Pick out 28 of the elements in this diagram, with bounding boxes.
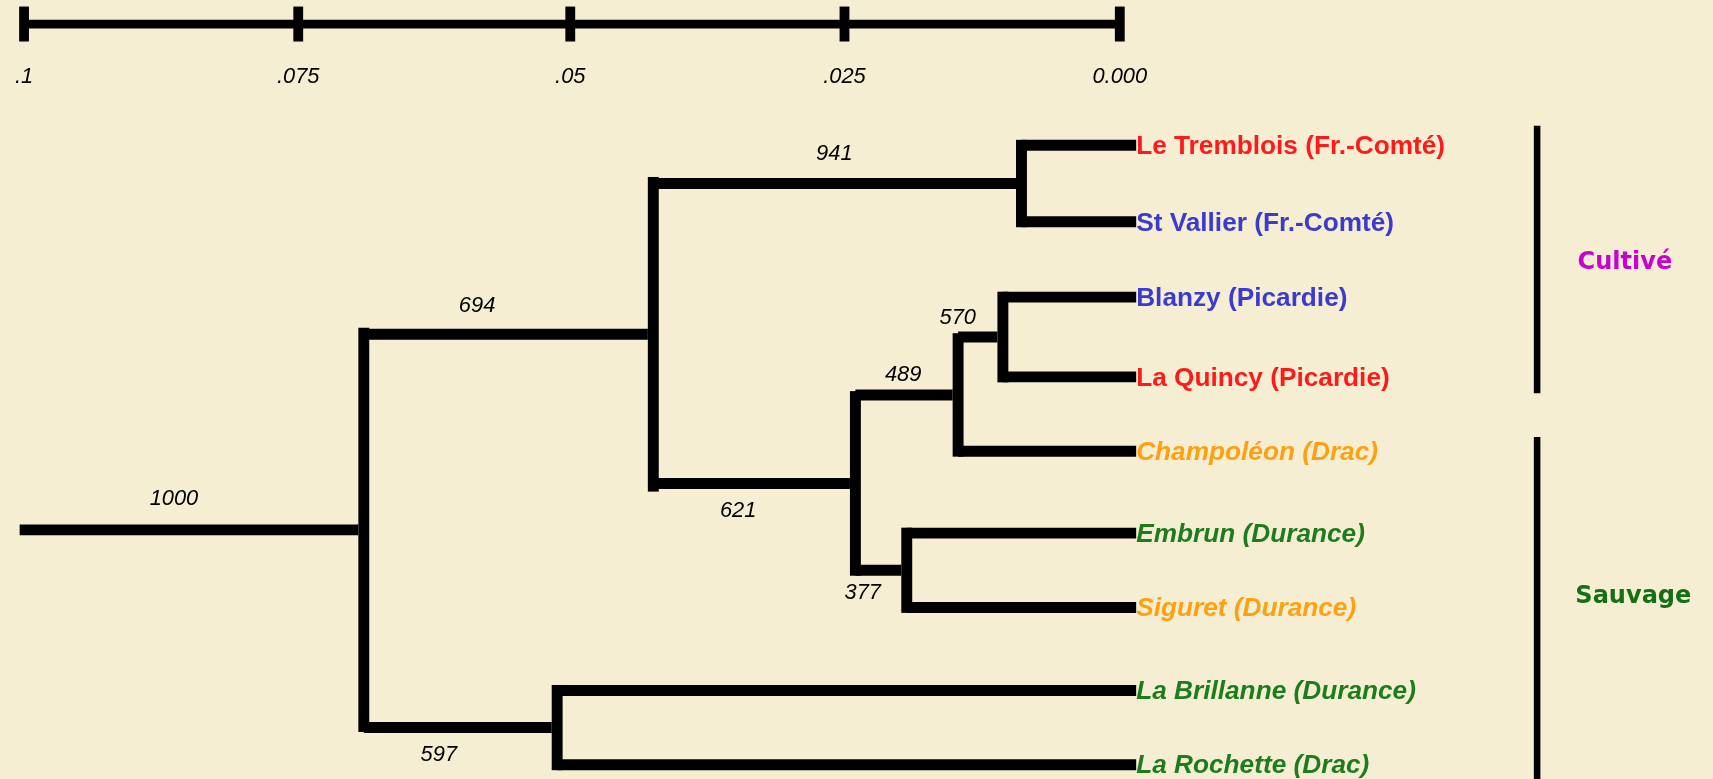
junction-bar: [551, 685, 563, 771]
group-label: Cultivé: [1577, 246, 1673, 275]
junction-bar: [1016, 139, 1027, 228]
scale-tick-label: .1: [14, 63, 34, 88]
junction-bar: [997, 291, 1009, 383]
junction-bar: [647, 177, 659, 492]
taxon-label: Le Tremblois (Fr.-Comté): [1136, 130, 1445, 161]
junction-bar: [952, 333, 964, 457]
taxon-label: La Rochette (Drac): [1136, 749, 1370, 779]
junction-bar: [849, 391, 861, 576]
taxon-label: La Quincy (Picardie): [1136, 361, 1390, 393]
scale-tick-label: .075: [277, 63, 320, 88]
taxon-label: Siguret (Durance): [1136, 592, 1357, 623]
taxon-label: Blanzy (Picardie): [1136, 281, 1348, 313]
taxon-label: Embrun (Durance): [1136, 517, 1365, 549]
taxon-label: St Vallier (Fr.-Comté): [1136, 206, 1395, 238]
branch-line: [855, 389, 953, 401]
branch-line: [958, 331, 998, 343]
taxon-label: Champoléon (Drac): [1136, 435, 1378, 467]
scale-tick-label: .025: [823, 63, 866, 88]
junction-bar: [358, 327, 370, 732]
group-label: Sauvage: [1575, 581, 1692, 609]
branch-line: [363, 722, 552, 734]
branch-line: [19, 524, 359, 536]
scale-tick-label: 0.000: [1092, 63, 1148, 88]
junction-bar: [901, 527, 913, 613]
taxon-label: La Brillanne (Durance): [1136, 675, 1416, 706]
scale-tick-label: .05: [555, 63, 586, 88]
